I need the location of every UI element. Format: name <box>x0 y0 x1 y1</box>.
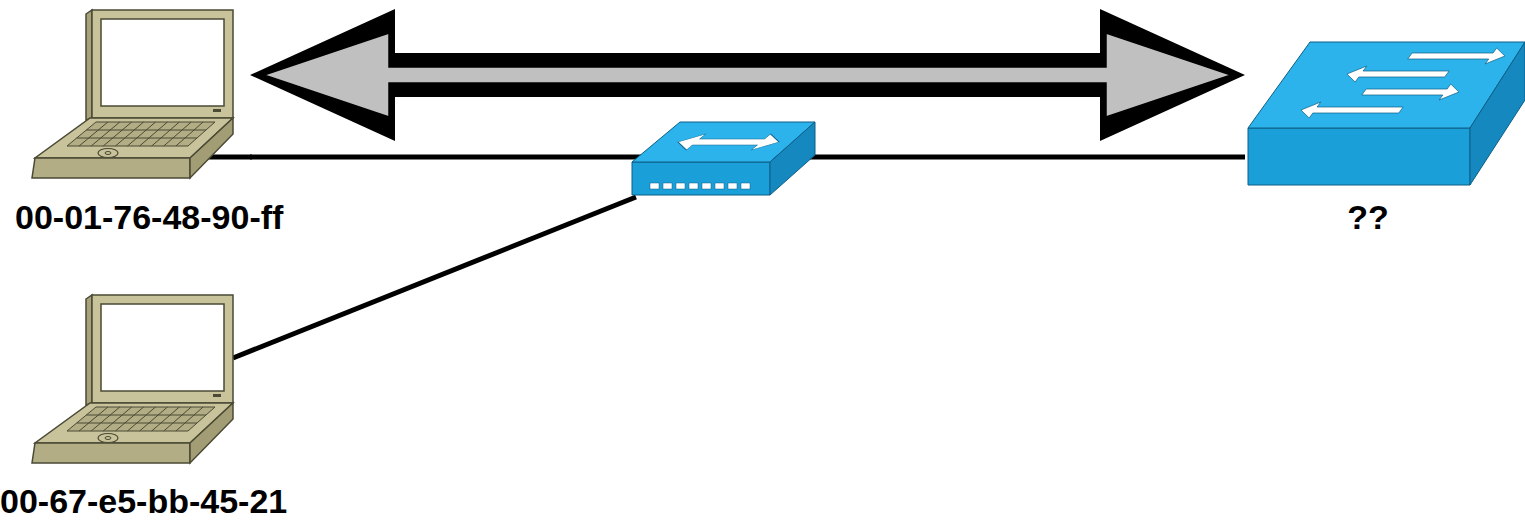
laptop-node: 00-67-e5-bb-45-21 <box>10 288 250 528</box>
laptop-symbol <box>32 10 233 178</box>
laptop-node: 00-01-76-48-90-ff <box>10 8 250 238</box>
cable-line <box>233 197 636 358</box>
flow-arrow <box>250 9 1245 141</box>
laptop-symbol <box>32 295 233 463</box>
hub-ports <box>650 183 750 189</box>
address-label: 00-01-76-48-90-ff <box>15 200 283 234</box>
hub-arrow <box>668 134 788 150</box>
switch-node: ?? <box>1245 38 1525 238</box>
switch-symbol <box>1248 42 1525 185</box>
address-label: ?? <box>1347 200 1389 234</box>
address-label: 00-67-e5-bb-45-21 <box>0 484 287 518</box>
hub-side <box>770 122 815 195</box>
hub-front <box>632 162 770 195</box>
